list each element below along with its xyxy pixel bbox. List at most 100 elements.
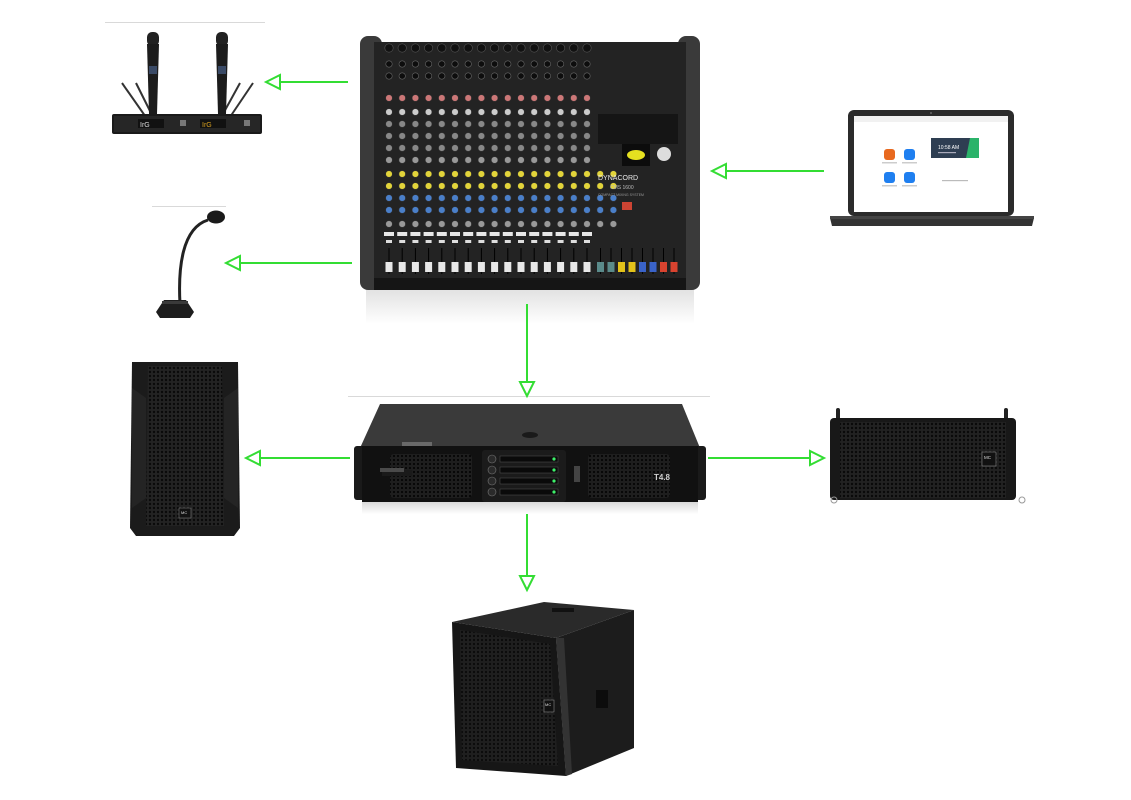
scribble-strip (436, 232, 447, 236)
fader-track (631, 248, 633, 274)
mixer-knob (583, 194, 591, 202)
mixer-knob (491, 194, 499, 202)
mixer-knob (583, 132, 591, 140)
line-input-jack (398, 60, 406, 68)
wireless-mic-node[interactable]: Wireless microphone system (dual handhel… (110, 28, 265, 136)
speaker-right-node[interactable]: Line array loudspeaker MC (826, 406, 1026, 506)
mixer-knob (517, 206, 525, 214)
mixer-knob (385, 144, 393, 152)
fader-track (441, 248, 443, 274)
mixer-knob (451, 220, 459, 228)
mixer-node[interactable]: Powered mixing console DYNACORD CMS 1600… (360, 34, 700, 326)
mute-button (425, 240, 432, 243)
mixer-knob (543, 108, 551, 116)
fader-cap (670, 262, 678, 272)
mixer-knob (477, 108, 485, 116)
mixer-knob (530, 132, 538, 140)
gain-knob (487, 465, 497, 475)
mixer-knob (438, 132, 446, 140)
join-icon (904, 149, 915, 160)
line-input-jack (543, 60, 551, 68)
mixer-knob (530, 94, 538, 102)
mixer-knob (438, 94, 446, 102)
mixer-knob (411, 156, 419, 164)
mixer-brand-text: DYNACORD (598, 175, 638, 182)
insert-jack (504, 72, 512, 80)
mixer-knob (451, 120, 459, 128)
mixer-knob (609, 206, 617, 214)
arrowhead-right-icon (809, 449, 827, 467)
mixer-knob (557, 194, 565, 202)
fader-cap (385, 262, 393, 272)
scribble-strip (384, 232, 394, 236)
fader-cap (477, 262, 485, 272)
mixer-knob (570, 220, 578, 228)
gain-knob (487, 476, 497, 486)
mixer-knob (557, 132, 565, 140)
mixer-knob (517, 156, 525, 164)
mixer-knob (570, 182, 578, 190)
line-input-jack (425, 60, 433, 68)
mixer-knob (438, 120, 446, 128)
scribble-strip (450, 232, 460, 236)
arrowhead-left-icon (709, 162, 727, 180)
speaker-left-node[interactable]: Full-range loudspeaker MC (128, 358, 242, 538)
mixer-knob (570, 108, 578, 116)
fader-cap (398, 262, 406, 272)
line-input-jack (517, 60, 525, 68)
insert-jack (385, 72, 393, 80)
fader-cap (530, 262, 538, 272)
mute-button (478, 240, 485, 243)
mixer-knob (464, 206, 472, 214)
mixer-knob (385, 132, 393, 140)
fader-track (533, 248, 535, 274)
mixer-knob (609, 194, 617, 202)
fader-track (454, 248, 456, 274)
xlr-input-jack (384, 43, 394, 53)
xlr-input-jack (476, 43, 486, 53)
mixer-knob (557, 156, 565, 164)
mixer-knob (557, 108, 565, 116)
insert-jack (438, 72, 446, 80)
amplifier-node[interactable]: 4-channel power amplifier T4.8 (352, 402, 708, 514)
mixer-knob (491, 108, 499, 116)
laptop-node[interactable]: Laptop (video conferencing app) 10:58 AM (828, 108, 1038, 230)
mixer-knob (411, 132, 419, 140)
xlr-input-jack (556, 43, 566, 53)
share-screen-icon (904, 172, 915, 183)
mixer-knob (425, 194, 433, 202)
fader-track (480, 248, 482, 274)
mixer-knob (504, 170, 512, 178)
line-input-jack (504, 60, 512, 68)
mixer-knob (425, 120, 433, 128)
mixer-knob (477, 120, 485, 128)
mixer-knob (451, 194, 459, 202)
mixer-knob (543, 206, 551, 214)
mixer-knob (504, 132, 512, 140)
mixer-knob (491, 206, 499, 214)
scribble-strip (489, 232, 500, 236)
mixer-knob (530, 144, 538, 152)
mixer-knob (464, 156, 472, 164)
arrowhead-left-icon (263, 73, 281, 91)
mixer-knob (504, 220, 512, 228)
svg-text:IrG: IrG (140, 122, 150, 129)
mixer-knob (596, 170, 604, 178)
mixer-knob (491, 182, 499, 190)
mixer-knob (491, 120, 499, 128)
subwoofer-node[interactable]: Subwoofer MC (448, 598, 636, 780)
status-led-icon (552, 490, 556, 494)
mixer-knob (530, 220, 538, 228)
mixer-knob (385, 170, 393, 178)
status-led-icon (552, 457, 556, 461)
mixer-knob (557, 144, 565, 152)
fader-track (600, 248, 601, 274)
insert-jack (411, 72, 419, 80)
mixer-knob (451, 94, 459, 102)
xlr-input-jack (424, 43, 434, 53)
speaker-right-icon: MC (830, 408, 1026, 504)
mixer-knob (530, 108, 538, 116)
gooseneck-mic-node[interactable]: Gooseneck conference microphone (150, 208, 230, 323)
mute-button (412, 240, 419, 243)
xlr-input-jack (516, 43, 526, 53)
